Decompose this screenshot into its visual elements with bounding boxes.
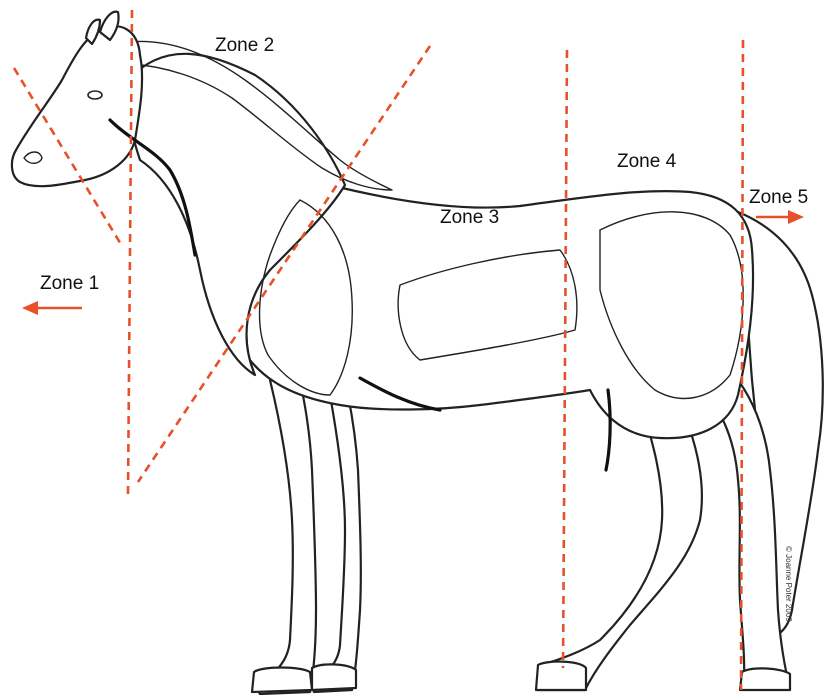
- horse-head: [12, 26, 142, 186]
- zone-4-label: Zone 4: [617, 151, 677, 172]
- horse-front-leg-near: [254, 380, 316, 694]
- zone-1-label: Zone 1: [40, 273, 99, 294]
- zone-1-arrow: [22, 301, 82, 315]
- horse-front-leg-far: [310, 395, 361, 692]
- zone-2-label: Zone 2: [215, 35, 274, 56]
- horse-hoof-hind-far: [536, 662, 586, 690]
- horse-hoof-front-near: [252, 668, 312, 693]
- zone-5-label: Zone 5: [749, 187, 808, 208]
- horse-illustration: [12, 12, 823, 694]
- zone-5-arrow: [756, 210, 804, 224]
- horse-hoof-hind-near: [740, 668, 790, 690]
- copyright-credit: © Joanne Poter 2009: [784, 546, 793, 622]
- horse-eye: [88, 91, 102, 99]
- horse-hoof-front-far: [312, 664, 356, 690]
- zone-3-label: Zone 3: [440, 207, 499, 228]
